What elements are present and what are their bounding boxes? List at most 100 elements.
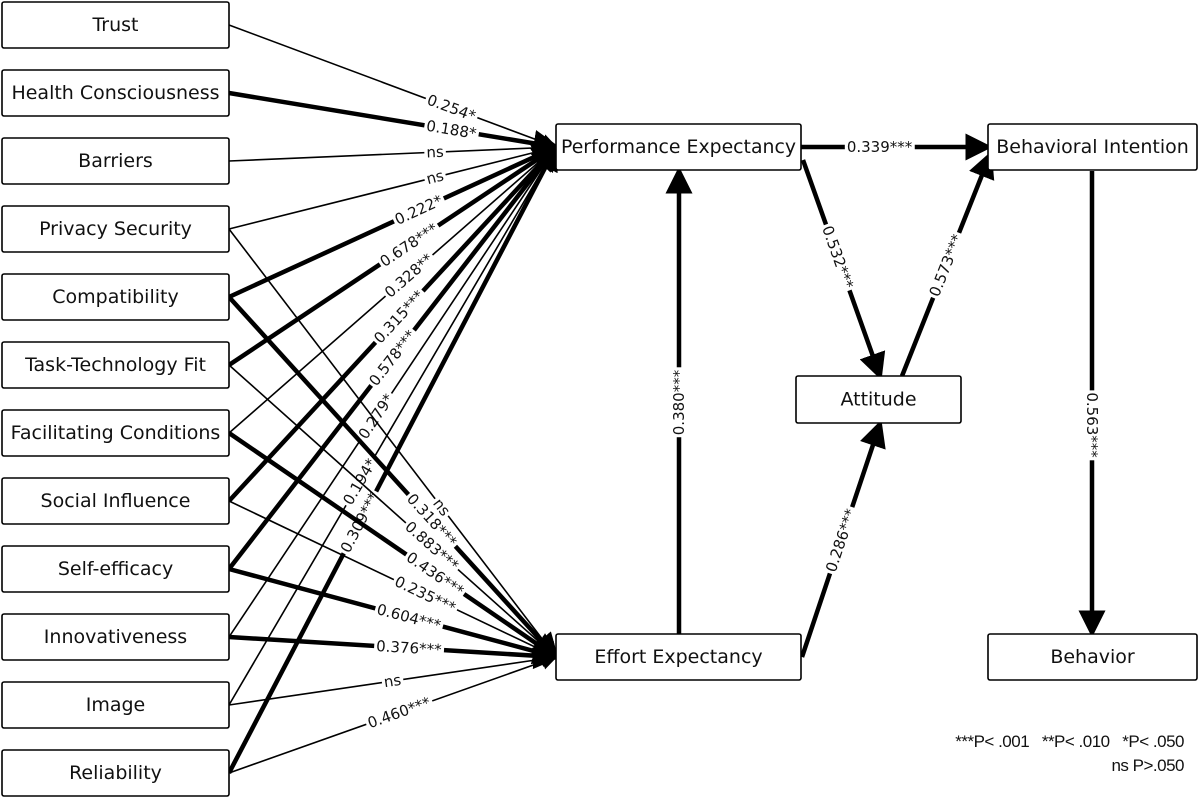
construct-label: Innovativeness [44,626,187,648]
construct-label: Facilitating Conditions [11,422,221,444]
path-barriers-to-pe: ns [228,139,558,162]
construct-box [1,681,230,729]
construct-box [987,123,1198,171]
path-line [228,145,557,706]
construct-label: Behavior [1050,646,1135,668]
label-background [390,573,460,617]
label-background [424,144,447,160]
construct-node-image: Image [1,681,230,729]
path-line [228,228,557,659]
path-pe-to-att: 0.532*** [800,159,886,381]
construct-label: Behavioral Intention [996,136,1189,158]
path-coefficient-label: 0.222* [392,191,446,229]
path-coefficient-label: 0.376*** [376,637,443,659]
construct-node-si: Social Influence [1,477,230,525]
path-att-to-bi: 0.573*** [899,150,995,377]
path-coefficient-label: 0.532*** [818,223,857,291]
label-background [423,91,480,125]
label-background [380,249,438,302]
construct-box [1,477,230,525]
construct-label: Task-Technology Fit [24,354,206,376]
path-image-to-ee: ns [228,651,558,706]
construct-label: Health Consciousness [11,82,219,104]
construct-box [1,409,230,457]
construct-box [795,375,962,424]
construct-node-ee: Effort Expectancy [555,633,802,681]
path-pe-to-bi: 0.339*** [801,133,993,161]
path-privacy-to-ee: ns [228,228,557,659]
label-background [422,167,448,187]
construct-box [555,633,802,681]
path-ee-to-pe: 0.380*** [665,166,693,634]
path-coefficient-label: 0.563*** [1083,392,1101,458]
construct-node-se: Self-efficacy [1,545,230,593]
label-background [365,325,420,390]
construct-label: Self-efficacy [58,558,173,580]
path-coefficient-label: ns [426,143,444,162]
path-coefficient-label: 0.573*** [926,231,967,299]
construct-node-bi: Behavioral Intention [987,123,1198,171]
construct-label: Trust [91,14,138,36]
construct-box [555,123,802,171]
label-background [423,118,480,142]
path-line [228,500,558,659]
label-background [363,694,435,731]
path-trust-to-pe: 0.254* [228,24,558,150]
path-fc-to-ee: 0.436*** [227,431,560,660]
path-line [227,143,559,775]
construct-node-barriers: Barriers [1,137,230,185]
construct-label: Performance Expectancy [561,136,796,158]
legend-line-pvalues: ***P< .001 **P< .010 *P< .050 [955,732,1184,751]
path-si-to-pe: 0.315*** [227,143,560,503]
legend-line-ns: ns P>.050 [1111,756,1184,775]
path-line [228,90,561,157]
path-se-to-pe: 0.578*** [227,143,559,571]
construct-node-innov: Innovativeness [1,613,230,661]
path-bi-to-beh: 0.563*** [1078,171,1106,638]
label-background [926,230,966,301]
label-background [402,548,469,600]
path-fc-to-pe: 0.328** [228,145,558,434]
construct-label: Reliability [69,762,162,784]
construct-box [1,69,230,117]
path-coefficient-label: 0.339*** [847,138,913,156]
construct-label: Barriers [78,150,153,172]
construct-node-pe: Performance Expectancy [555,123,802,171]
construct-node-beh: Behavior [987,633,1198,681]
label-background [844,140,915,154]
path-coefficient-label: ns [424,166,445,188]
construct-label: Privacy Security [39,218,192,240]
label-background [390,192,447,228]
construct-node-reliab: Reliability [1,749,230,797]
label-background [823,504,859,576]
construct-node-health: Health Consciousness [1,69,230,117]
label-background [819,222,857,293]
construct-box [1,613,230,661]
construct-node-compat: Compatibility [1,273,230,321]
path-line [227,295,560,661]
path-line [228,144,561,300]
path-line [228,139,558,162]
construct-node-fc: Facilitating Conditions [1,409,230,457]
label-background [376,219,443,271]
path-ee-to-att: 0.286*** [799,419,886,658]
label-background [373,638,445,658]
label-background [672,367,686,438]
label-background [403,489,461,551]
path-coefficient-label: 0.460*** [365,693,433,732]
construct-box [1,545,230,593]
construct-box [1,749,230,797]
label-background [370,286,429,348]
construct-node-privacy: Privacy Security [1,205,230,253]
path-si-to-ee: 0.235*** [228,500,558,659]
construct-node-att: Attitude [795,375,962,424]
path-innov-to-ee: 0.376*** [228,634,561,670]
path-line [228,145,557,638]
construct-box [987,633,1198,681]
label-background [355,389,398,444]
label-background [401,517,463,575]
path-line [227,431,560,660]
construct-label: Attitude [840,389,916,411]
